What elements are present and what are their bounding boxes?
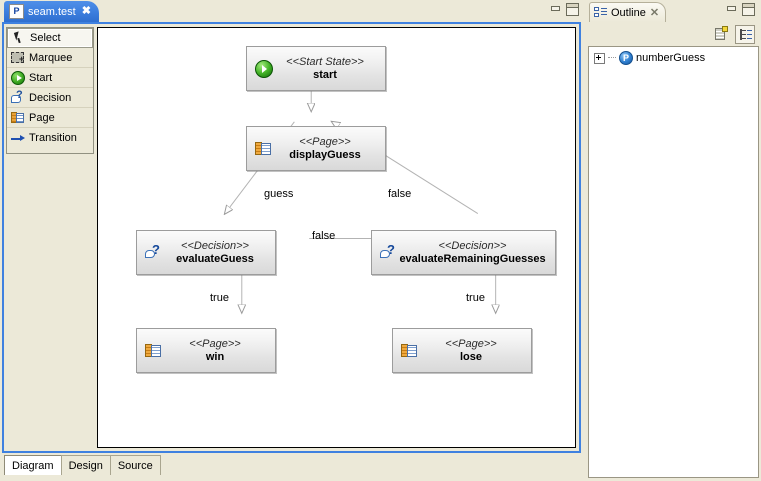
tab-source[interactable]: Source (109, 455, 161, 475)
node-stereotype: <<Page>> (445, 337, 497, 350)
node-name: start (313, 68, 337, 81)
node-evaluateGuess[interactable]: <<Decision>> evaluateGuess (136, 230, 276, 275)
page-icon (10, 110, 26, 126)
tree-connector (608, 57, 616, 59)
node-text: <<Page>> displayGuess (273, 136, 385, 161)
palette-tool-label: Select (30, 32, 61, 44)
page-icon (401, 342, 419, 360)
node-evaluateRemainingGuesses[interactable]: <<Decision>> evaluateRemainingGuesses (371, 230, 556, 275)
tree-item-numberGuess[interactable]: numberGuess (589, 47, 758, 65)
close-icon[interactable]: ✖ (81, 5, 91, 17)
editor-client-area: Select Marquee Start Decision (4, 24, 579, 451)
tree-layout-icon[interactable] (735, 24, 755, 44)
palette-tool-decision[interactable]: Decision (7, 88, 93, 108)
edge-label-true-win: true (210, 292, 229, 304)
node-stereotype: <<Decision>> (181, 239, 249, 252)
page-icon (255, 140, 273, 158)
process-package-icon (619, 51, 633, 65)
marquee-icon (10, 50, 26, 66)
node-text: <<Decision>> evaluateRemainingGuesses (398, 240, 555, 265)
editor-blue-frame: Select Marquee Start Decision (2, 22, 581, 453)
node-name: lose (459, 350, 482, 363)
outline-tab-row: Outline ✕ (586, 0, 761, 23)
outline-toolbar (586, 22, 761, 46)
tab-label: Design (68, 459, 103, 472)
process-file-icon (9, 4, 24, 19)
diagram-canvas[interactable]: <<Start State>> start <<Page>> displayGu… (97, 27, 576, 448)
editor-part-buttons (550, 3, 579, 16)
node-name: win (205, 350, 225, 363)
maximize-icon[interactable] (742, 3, 755, 16)
maximize-icon[interactable] (566, 3, 579, 16)
palette-tool-label: Transition (29, 132, 77, 144)
tab-design[interactable]: Design (60, 455, 111, 475)
tab-seam-test[interactable]: seam.test ✖ (4, 1, 99, 22)
decision-icon (145, 242, 163, 262)
expand-icon[interactable] (594, 52, 605, 64)
tab-diagram[interactable]: Diagram (4, 455, 62, 475)
outline-part-buttons (726, 3, 755, 16)
node-win[interactable]: <<Page>> win (136, 328, 276, 373)
edge-label-false-forward: false (312, 230, 336, 242)
palette-tool-select[interactable]: Select (7, 28, 93, 48)
editor-page-tabs: Diagram Design Source (4, 455, 161, 476)
editor-tab-row: seam.test ✖ (0, 0, 585, 23)
start-state-icon (11, 70, 25, 85)
palette: Select Marquee Start Decision (6, 27, 94, 154)
palette-tool-page[interactable]: Page (7, 108, 93, 128)
node-displayGuess[interactable]: <<Page>> displayGuess (246, 126, 386, 171)
minimize-icon[interactable] (550, 3, 561, 13)
tab-label: seam.test (28, 5, 76, 18)
decision-icon (380, 242, 398, 262)
cursor-icon (11, 30, 27, 46)
close-icon[interactable]: ✕ (649, 7, 660, 19)
node-stereotype: <<Page>> (299, 135, 351, 148)
palette-tool-marquee[interactable]: Marquee (7, 48, 93, 68)
palette-tool-label: Decision (29, 91, 72, 104)
tab-label: Diagram (12, 459, 54, 472)
node-stereotype: <<Decision>> (438, 239, 507, 252)
outline-tree[interactable]: numberGuess (588, 46, 759, 478)
palette-tool-label: Start (29, 71, 53, 84)
node-name: evaluateRemainingGuesses (399, 252, 546, 265)
node-text: <<Page>> win (163, 338, 275, 363)
palette-tool-label: Page (29, 111, 55, 124)
tab-outline[interactable]: Outline ✕ (589, 2, 667, 22)
outline-view-part: Outline ✕ numberGuess (586, 0, 761, 481)
decision-icon (10, 89, 26, 106)
tree-item-label: numberGuess (636, 52, 706, 64)
tab-label: Source (117, 459, 153, 472)
palette-tool-label: Marquee (29, 51, 73, 64)
node-text: <<Decision>> evaluateGuess (163, 240, 275, 265)
start-state-icon (255, 60, 273, 78)
transition-icon (10, 130, 26, 146)
edge-label-true-lose: true (466, 292, 485, 304)
page-icon (145, 342, 163, 360)
node-name: evaluateGuess (176, 252, 254, 265)
flat-layout-icon[interactable] (713, 25, 733, 44)
node-start[interactable]: <<Start State>> start (246, 46, 386, 91)
edge-label-guess: guess (264, 188, 294, 200)
minimize-icon[interactable] (726, 3, 737, 13)
palette-tool-transition[interactable]: Transition (7, 128, 93, 148)
node-stereotype: <<Page>> (189, 337, 241, 350)
node-text: <<Page>> lose (419, 338, 531, 363)
node-stereotype: <<Start State>> (286, 55, 364, 68)
node-name: displayGuess (289, 148, 361, 161)
edge-label-false-back: false (388, 188, 412, 200)
node-text: <<Start State>> start (273, 56, 385, 81)
editor-part: seam.test ✖ Select Marquee (0, 0, 585, 481)
palette-tool-start[interactable]: Start (7, 68, 93, 88)
tab-label: Outline (611, 6, 646, 19)
node-lose[interactable]: <<Page>> lose (392, 328, 532, 373)
outline-icon (594, 6, 607, 19)
